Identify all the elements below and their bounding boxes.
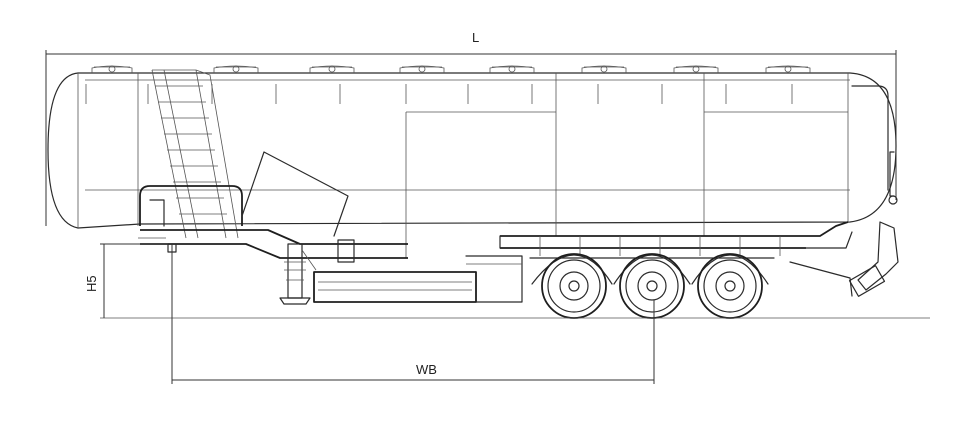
wheelbase-dimension: WB [171,244,655,384]
fifth-wheel-height-dimension: H5 [84,243,168,318]
length-dimension: L [45,30,897,226]
fifth-wheel-height-label: H5 [84,275,99,292]
rear-discharge-pipe [848,85,899,297]
landing-gear [279,243,317,305]
gooseneck-frame [138,151,408,259]
length-label: L [472,30,479,45]
axle-wheels [541,253,763,319]
wheel-3 [697,253,763,319]
access-ladder [151,69,239,239]
wheelbase-label: WB [416,362,437,377]
tank-body [47,72,897,258]
wheel-2 [619,253,685,319]
wheel-1 [541,253,607,319]
manhole-covers [91,65,811,73]
